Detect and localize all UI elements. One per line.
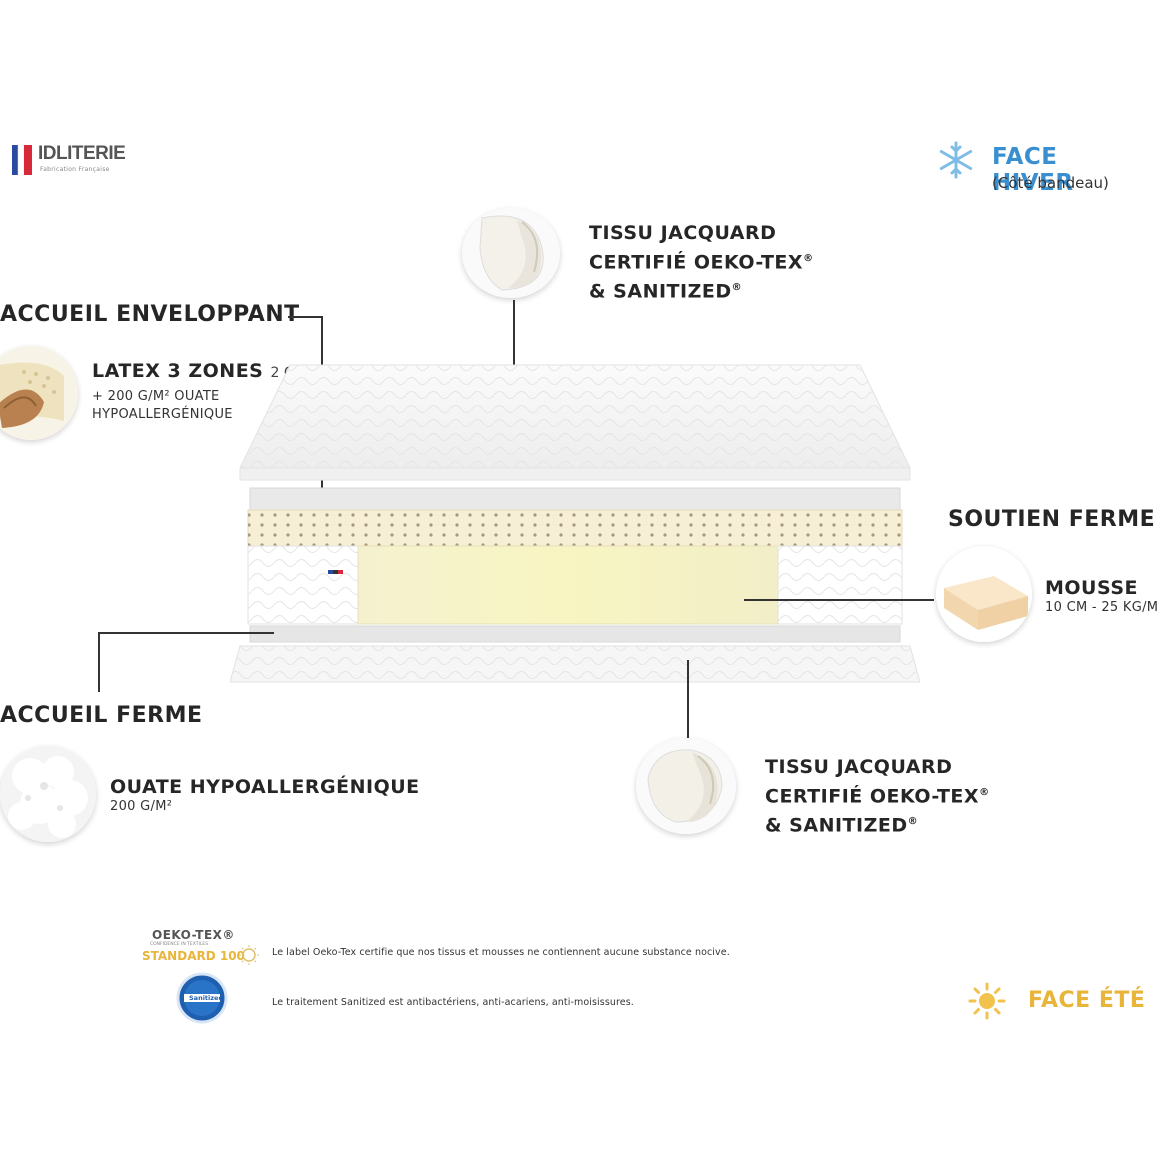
sanitized-text: Le traitement Sanitized est antibactérie… bbox=[272, 997, 634, 1008]
mattress-diagram bbox=[229, 360, 921, 690]
bottom-fabric-label: TISSU JACQUARD CERTIFIÉ OEKO-TEX® & SANI… bbox=[765, 756, 990, 837]
oeko-sun-icon bbox=[239, 945, 259, 965]
soutien-ferme-title: SOUTIEN FERME bbox=[948, 507, 1156, 532]
mousse-image bbox=[936, 546, 1032, 642]
mousse-label: MOUSSE 10 CM - 25 KG/M bbox=[1045, 577, 1160, 617]
latex-line3: HYPOALLERGÉNIQUE bbox=[92, 407, 233, 422]
brand-tagline: Fabrication Française bbox=[40, 166, 110, 173]
latex-image bbox=[0, 346, 78, 440]
brand-logo: IDLITERIE Fabrication Française bbox=[12, 143, 132, 177]
accueil-ferme-leader-h bbox=[98, 632, 274, 634]
mousse-title: MOUSSE bbox=[1045, 577, 1138, 599]
oeko-tex-logo: OEKO-TEX® CONFIDENCE IN TEXTILES STANDAR… bbox=[140, 928, 268, 968]
sanitized-logo-text: Sanitized bbox=[189, 994, 224, 1002]
accueil-enveloppant-title: ACCUEIL ENVELOPPANT bbox=[0, 302, 300, 327]
face-ete-title: FACE ÉTÉ bbox=[1028, 988, 1146, 1013]
accueil-ferme-leader-v bbox=[98, 632, 100, 692]
top-fabric-leader bbox=[513, 300, 515, 382]
brand-flag-icon bbox=[12, 145, 32, 175]
face-hiver-subtitle: (Côté bandeau) bbox=[992, 174, 1109, 192]
face-hiver-title: FACE HIVER bbox=[992, 144, 1074, 196]
mousse-spec: 10 CM - 25 KG/M bbox=[1045, 600, 1159, 615]
accueil-enveloppant-leader-h bbox=[288, 316, 322, 318]
latex-line2: + 200 G/M² OUATE bbox=[92, 389, 220, 404]
ouate-spec: 200 G/M² bbox=[110, 799, 173, 814]
top-fabric-image bbox=[462, 208, 560, 298]
brand-name: IDLITERIE bbox=[38, 143, 126, 164]
snowflake-icon bbox=[939, 141, 973, 179]
bottom-fabric-leader bbox=[687, 660, 689, 740]
sun-icon bbox=[968, 982, 1006, 1020]
oeko-logo-mid: CONFIDENCE IN TEXTILES bbox=[150, 942, 209, 947]
face-ete: FACE ÉTÉ bbox=[968, 982, 1148, 1024]
oeko-logo-bottom: STANDARD 100 bbox=[142, 949, 245, 963]
soutien-ferme-leader bbox=[744, 599, 934, 601]
bottom-fabric-image bbox=[636, 738, 736, 834]
ouate-label: OUATE HYPOALLERGÉNIQUE 200 G/M² bbox=[110, 776, 430, 816]
sanitized-logo: Sanitized bbox=[176, 972, 228, 1024]
top-fabric-label: TISSU JACQUARD CERTIFIÉ OEKO-TEX® & SANI… bbox=[589, 222, 814, 303]
ouate-image bbox=[0, 746, 96, 842]
oeko-text: Le label Oeko-Tex certifie que nos tissu… bbox=[272, 947, 730, 958]
ouate-title: OUATE HYPOALLERGÉNIQUE bbox=[110, 776, 420, 798]
accueil-ferme-title: ACCUEIL FERME bbox=[0, 703, 203, 728]
latex-title: LATEX 3 ZONES bbox=[92, 360, 264, 382]
face-hiver: FACE HIVER (Côté bandeau) bbox=[936, 140, 1146, 196]
oeko-logo-top: OEKO-TEX® bbox=[152, 928, 235, 942]
